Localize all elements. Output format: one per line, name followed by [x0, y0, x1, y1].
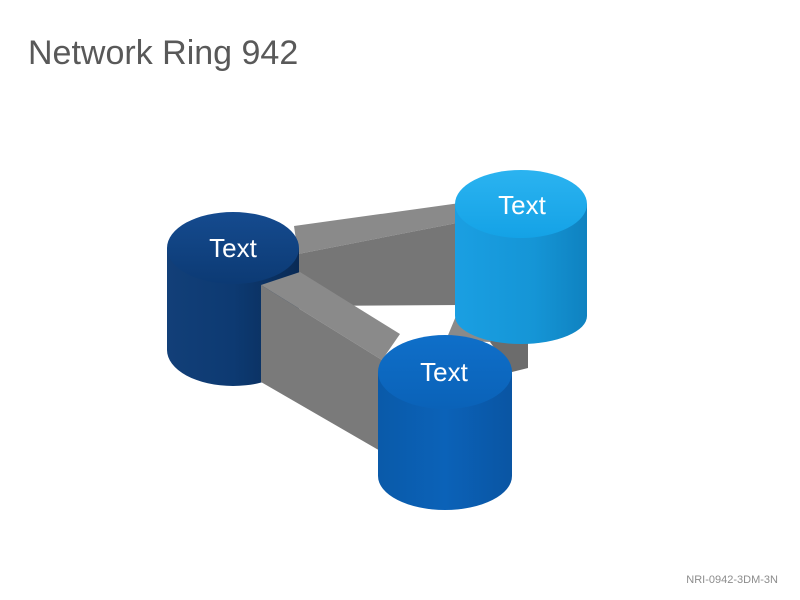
connector-dark-to-medium — [261, 272, 400, 452]
node-label-medium: Text — [420, 357, 468, 387]
cylinder-medium-blue: Text — [378, 335, 512, 510]
slide-code: NRI-0942-3DM-3N — [686, 574, 778, 586]
node-label-light: Text — [498, 190, 546, 220]
connector-dark-to-light — [294, 203, 462, 306]
cylinder-light-blue: Text — [455, 170, 587, 344]
node-label-dark: Text — [209, 233, 257, 263]
slide-title: Network Ring 942 — [28, 34, 299, 72]
